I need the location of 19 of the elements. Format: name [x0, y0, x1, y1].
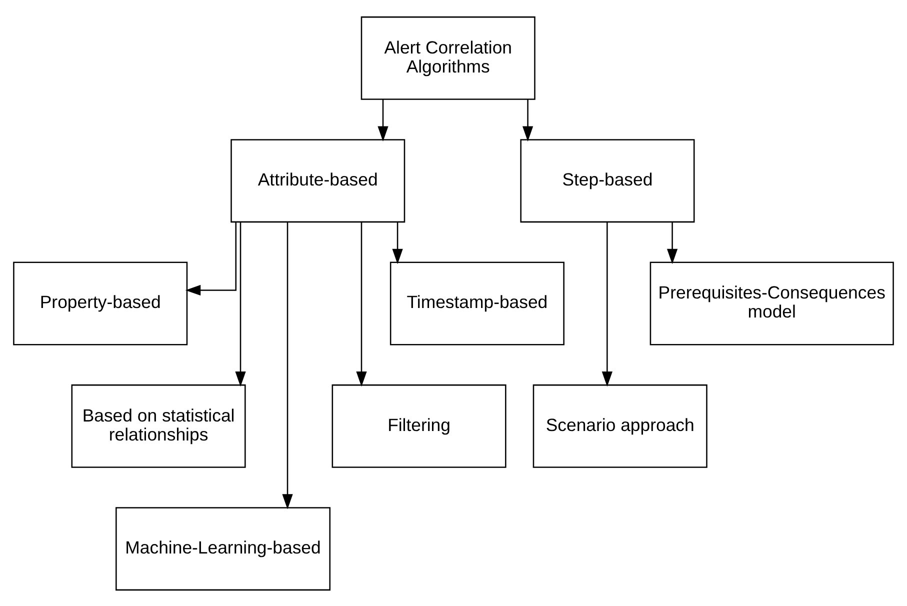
node-box: Property-based	[13, 261, 188, 345]
node-box: Scenario approach	[532, 384, 708, 468]
arrow	[185, 222, 237, 296]
node-box: Machine-Learning-based	[116, 506, 331, 590]
arrow	[602, 222, 612, 386]
node-box: Timestamp-based	[390, 261, 564, 345]
arrow	[378, 98, 388, 141]
node-box: Based on statistical relationships	[71, 384, 246, 468]
node-box: Alert Correlation Algorithms	[360, 16, 536, 100]
node-box: Filtering	[332, 384, 506, 468]
arrow	[522, 98, 534, 141]
arrow	[666, 222, 678, 264]
node-box: Prerequisites-Consequences model	[650, 261, 894, 345]
arrow	[356, 222, 367, 386]
node-box: Attribute-based	[230, 138, 406, 222]
arrow	[282, 221, 293, 509]
arrow	[235, 222, 246, 386]
node-box: Step-based	[520, 138, 695, 222]
arrow	[392, 222, 403, 264]
